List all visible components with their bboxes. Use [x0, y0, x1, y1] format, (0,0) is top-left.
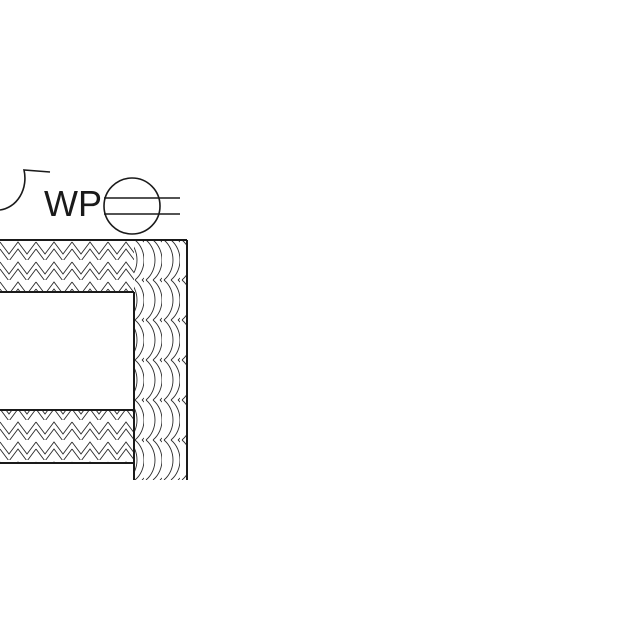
- right-wall-section: [134, 240, 187, 480]
- top-wall-section: [0, 240, 134, 292]
- weatherproof-outlet-symbol: [103, 177, 180, 235]
- door-swing-arc: [0, 169, 51, 211]
- wall-opening: [0, 293, 133, 409]
- wp-label: WP: [44, 183, 102, 224]
- wall-outlines: [0, 239, 188, 480]
- middle-wall-section: [0, 410, 134, 463]
- wall-hatching: [0, 240, 187, 480]
